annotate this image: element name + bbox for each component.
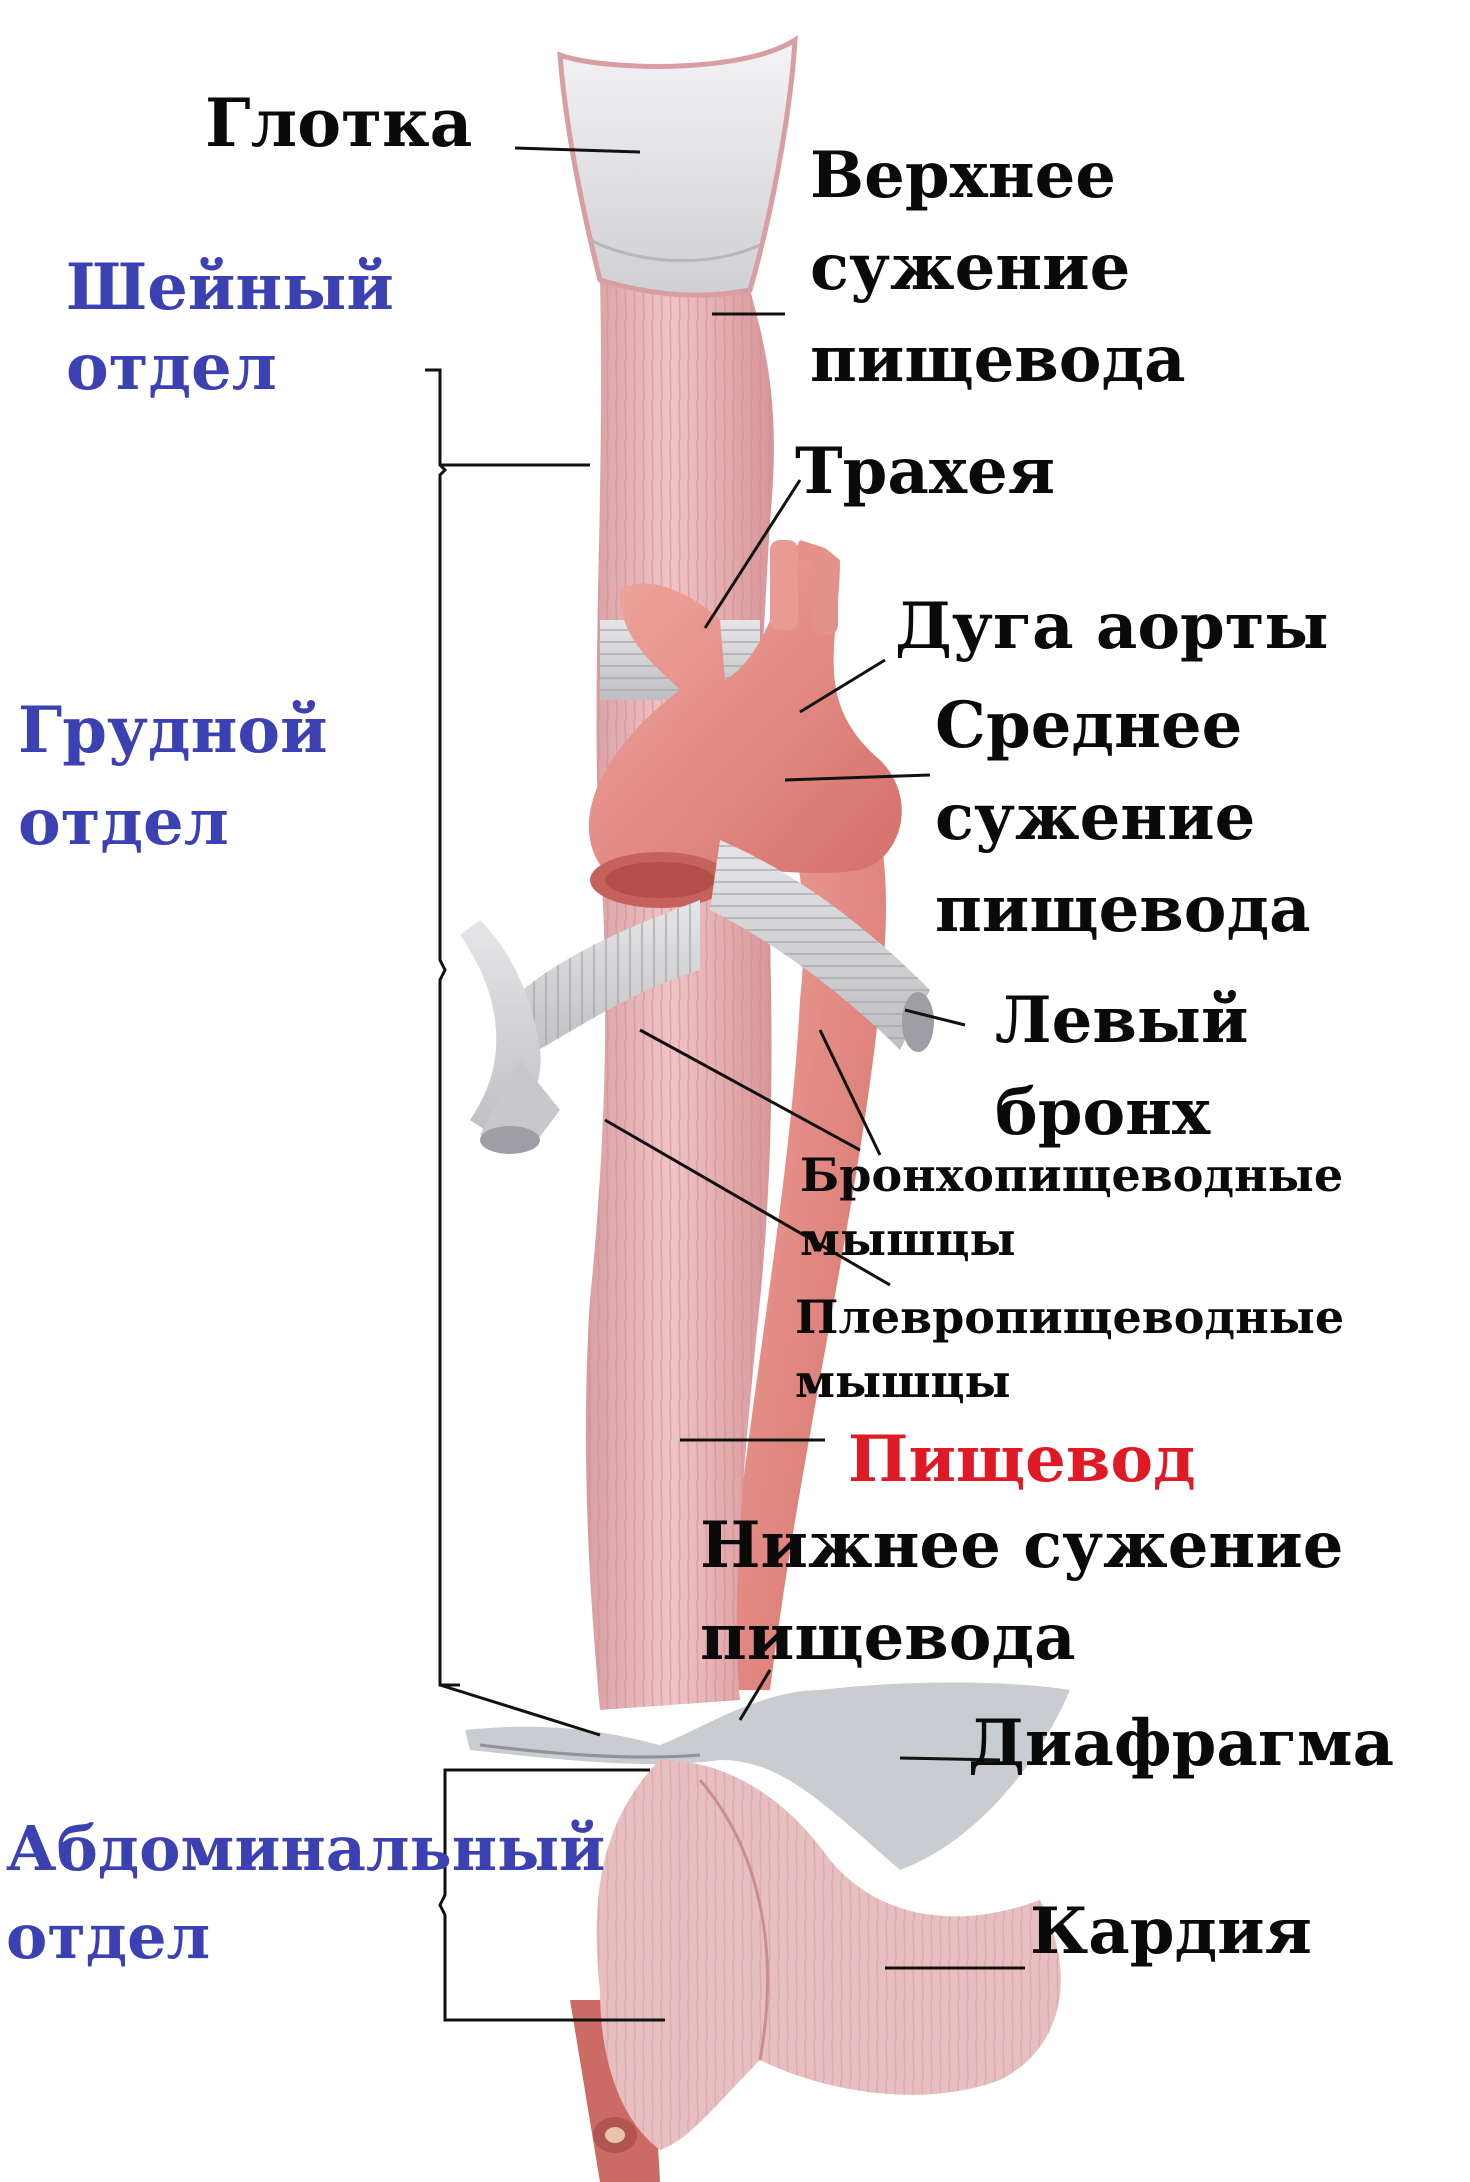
- upper-narrowing-line-3: пищевода: [810, 322, 1186, 397]
- left-bronchus-line-1: Левый: [995, 983, 1249, 1058]
- abdominal-section-label: Абдоминальный отдел: [6, 1805, 605, 1981]
- cervical-section-label: Шейный отдел: [66, 248, 394, 408]
- left-bronchus-line-2: бронх: [995, 1075, 1211, 1150]
- upper-narrowing-line-2: сужение: [810, 230, 1131, 305]
- lower-narrowing-line-1: Нижнее сужение: [700, 1508, 1344, 1583]
- cervical-line-1: Шейный: [66, 250, 394, 325]
- cardia-label: Кардия: [1030, 1894, 1312, 1969]
- lower-narrowing-line-2: пищевода: [700, 1600, 1076, 1675]
- stomach-cardia-shape: [596, 1760, 1061, 2150]
- pharynx-shape: [557, 35, 798, 298]
- pharynx-label: Глотка: [205, 84, 473, 162]
- diaphragm-label: Диафрагма: [968, 1706, 1395, 1781]
- bronchi-shape: [460, 840, 934, 1154]
- section-brackets: [425, 368, 665, 2022]
- middle-narrowing-line-3: пищевода: [935, 872, 1311, 947]
- abdominal-line-1: Абдоминальный: [6, 1812, 606, 1885]
- cervical-line-2: отдел: [66, 330, 277, 405]
- trachea-label: Трахея: [795, 434, 1055, 509]
- aortic-arch-label: Дуга аорты: [895, 589, 1329, 664]
- bronchoesophageal-line-2: мышцы: [800, 1212, 1016, 1266]
- left-bronchus-label: Левый бронх: [995, 975, 1248, 1159]
- middle-narrowing-line-1: Среднее: [935, 688, 1243, 763]
- abdominal-line-2: отдел: [6, 1900, 211, 1973]
- lower-narrowing-label: Нижнее сужение пищевода: [700, 1500, 1343, 1684]
- bronchoesophageal-label: Бронхопищеводные мышцы: [800, 1143, 1343, 1271]
- upper-narrowing-line-1: Верхнее: [810, 138, 1116, 213]
- middle-narrowing-line-2: сужение: [935, 780, 1256, 855]
- esophagus-label: Пищевод: [848, 1422, 1196, 1497]
- middle-narrowing-label: Среднее сужение пищевода: [935, 680, 1311, 956]
- bronchoesophageal-line-1: Бронхопищеводные: [800, 1148, 1344, 1202]
- aortic-arch-shape: [588, 540, 902, 908]
- thoracic-line-2: отдел: [18, 785, 229, 860]
- pleuroesophageal-line-1: Плевропищеводные: [795, 1290, 1345, 1344]
- pleuroesophageal-line-2: мышцы: [795, 1354, 1011, 1408]
- thoracic-line-1: Грудной: [18, 693, 328, 768]
- pleuroesophageal-label: Плевропищеводные мышцы: [795, 1285, 1344, 1413]
- diaphragm-shape: [465, 1682, 1070, 1870]
- leader-lines: [514, 146, 1025, 1970]
- thoracic-section-label: Грудной отдел: [18, 685, 328, 869]
- upper-narrowing-label: Верхнее сужение пищевода: [810, 130, 1186, 406]
